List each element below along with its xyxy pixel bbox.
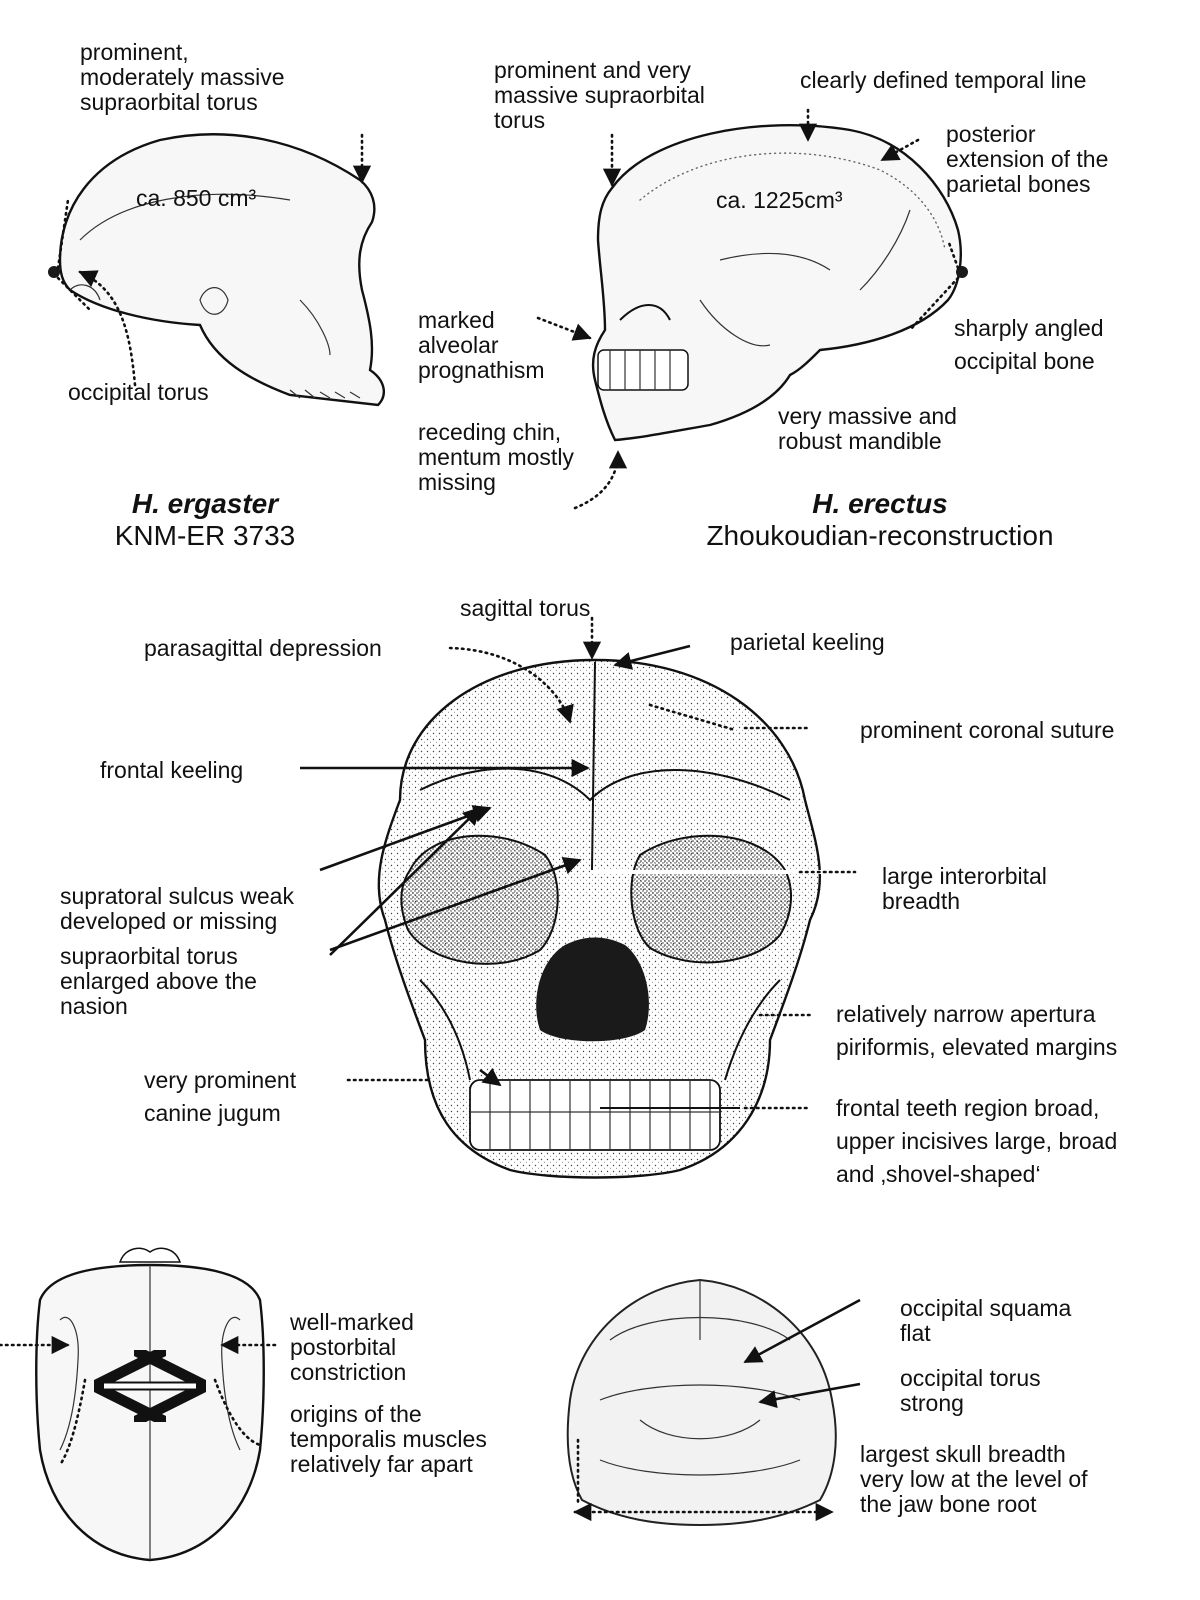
ergaster-supraorbital-label: prominent, moderately massive supraorbit… (80, 39, 285, 115)
frontal-keeling-label: frontal keeling (100, 757, 244, 783)
supratoral-sulcus-label: supratoral sulcus weak developed or miss… (60, 883, 294, 934)
ergaster-occipital-torus-label: occipital torus (68, 379, 209, 405)
erectus-species: H. erectus (812, 488, 948, 519)
apertura-piriformis-label: relatively narrow apertura piriformis, e… (836, 1001, 1118, 1060)
ergaster-skull-drawing (48, 133, 386, 407)
postorbital-constriction-label: well-marked postorbital constriction (290, 1309, 414, 1385)
occipital-squama-label: occipital squama flat (900, 1295, 1072, 1346)
ergaster-species: H. ergaster (131, 488, 279, 519)
erectus-title: H. erectus Zhoukoudian-reconstruction (660, 488, 1100, 552)
erectus-occipital-label: sharply angled occipital bone (954, 315, 1104, 374)
erectus-temporal-line-label: clearly defined temporal line (800, 67, 1087, 93)
frontal-teeth-label: frontal teeth region broad, upper incisi… (836, 1095, 1118, 1187)
sagittal-torus-label: sagittal torus (460, 595, 591, 621)
ergaster-volume: ca. 850 cm³ (136, 185, 257, 211)
parietal-keeling-label: parietal keeling (730, 629, 885, 655)
back-skull-drawing (566, 1278, 861, 1527)
erectus-skull-drawing (536, 108, 968, 510)
coronal-suture-label: prominent coronal suture (860, 717, 1115, 743)
erectus-supraorbital-label: prominent and very massive supraorbital … (494, 57, 705, 133)
erectus-mandible-label: very massive and robust mandible (778, 403, 957, 454)
erectus-prognathism-label: marked alveolar prognathism (418, 307, 545, 383)
erectus-volume: ca. 1225cm³ (716, 187, 843, 213)
interorbital-breadth-label: large interorbital breadth (882, 863, 1047, 914)
canine-jugum-label: very prominent canine jugum (144, 1067, 297, 1126)
supraorbital-torus-label: supraorbital torus enlarged above the na… (60, 943, 257, 1019)
occipital-torus-strong-label: occipital torus strong (900, 1365, 1041, 1416)
largest-skull-breadth-label: largest skull breadth very low at the le… (860, 1441, 1088, 1517)
erectus-chin-label: receding chin, mentum mostly missing (418, 419, 574, 495)
front-skull-drawing (300, 616, 857, 1179)
parasagittal-depression-label: parasagittal depression (144, 635, 382, 661)
ergaster-title: H. ergaster KNM-ER 3733 (80, 488, 330, 552)
erectus-parietal-extension-label: posterior extension of the parietal bone… (946, 121, 1109, 197)
erectus-specimen: Zhoukoudian-reconstruction (706, 520, 1054, 551)
temporalis-origins-label: origins of the temporalis muscles relati… (290, 1401, 487, 1477)
top-skull-drawing (0, 1247, 277, 1562)
ergaster-specimen: KNM-ER 3733 (114, 520, 296, 551)
